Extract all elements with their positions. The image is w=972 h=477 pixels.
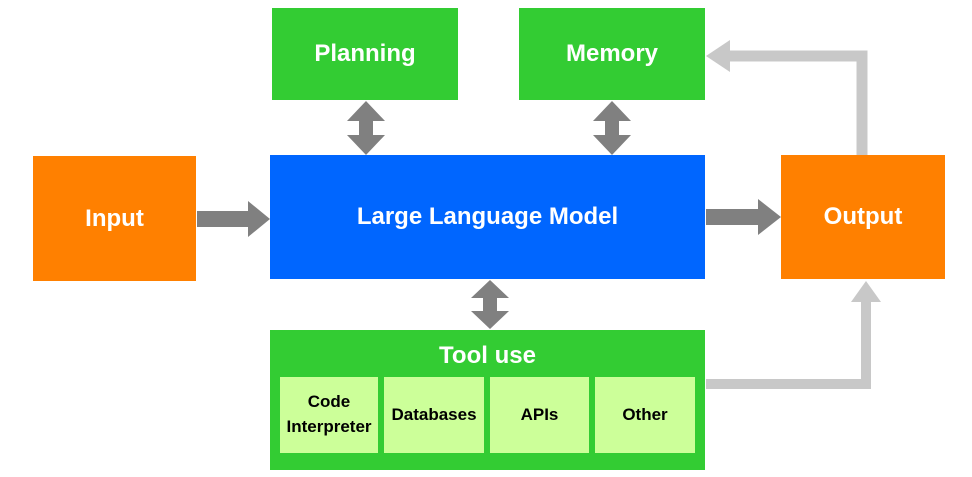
- tools-to-output-feedback-line: [706, 302, 871, 389]
- output-box: Output: [781, 155, 945, 279]
- input-label: Input: [85, 204, 144, 232]
- tool-other-label: Other: [622, 404, 668, 424]
- memory-label: Memory: [565, 40, 659, 67]
- output-to-memory-feedback-line: [728, 50, 868, 155]
- memory-llm-double-arrow: [593, 101, 631, 155]
- tool-code-interpreter-line1: Code: [307, 392, 351, 412]
- input-box: Input: [33, 156, 196, 281]
- tool-code-interpreter-line2: Interpreter: [286, 417, 372, 436]
- output-to-memory-arrowhead: [706, 40, 730, 72]
- tool-other: Other: [595, 377, 695, 453]
- tool-databases: Databases: [384, 377, 484, 453]
- tool-apis-label: APIs: [520, 404, 559, 424]
- tool-use-title: Tool use: [439, 342, 536, 369]
- planning-box: Planning: [272, 8, 458, 100]
- tools-to-output-arrowhead: [851, 281, 881, 302]
- tool-code-interpreter: Code Interpreter: [280, 377, 378, 453]
- memory-box: Memory: [519, 8, 705, 100]
- planning-label: Planning: [314, 40, 416, 67]
- llm-tools-double-arrow: [471, 280, 509, 329]
- llm-label: Large Language Model: [356, 203, 619, 230]
- tool-apis: APIs: [490, 377, 589, 453]
- planning-llm-double-arrow: [347, 101, 385, 155]
- tool-databases-label: Databases: [391, 404, 477, 424]
- llm-to-output-arrow: [706, 199, 781, 235]
- output-label: Output: [823, 203, 903, 230]
- input-to-llm-arrow: [197, 201, 270, 237]
- tool-use-box: Tool use Code Interpreter Databases APIs…: [270, 330, 705, 470]
- llm-box: Large Language Model: [270, 155, 705, 279]
